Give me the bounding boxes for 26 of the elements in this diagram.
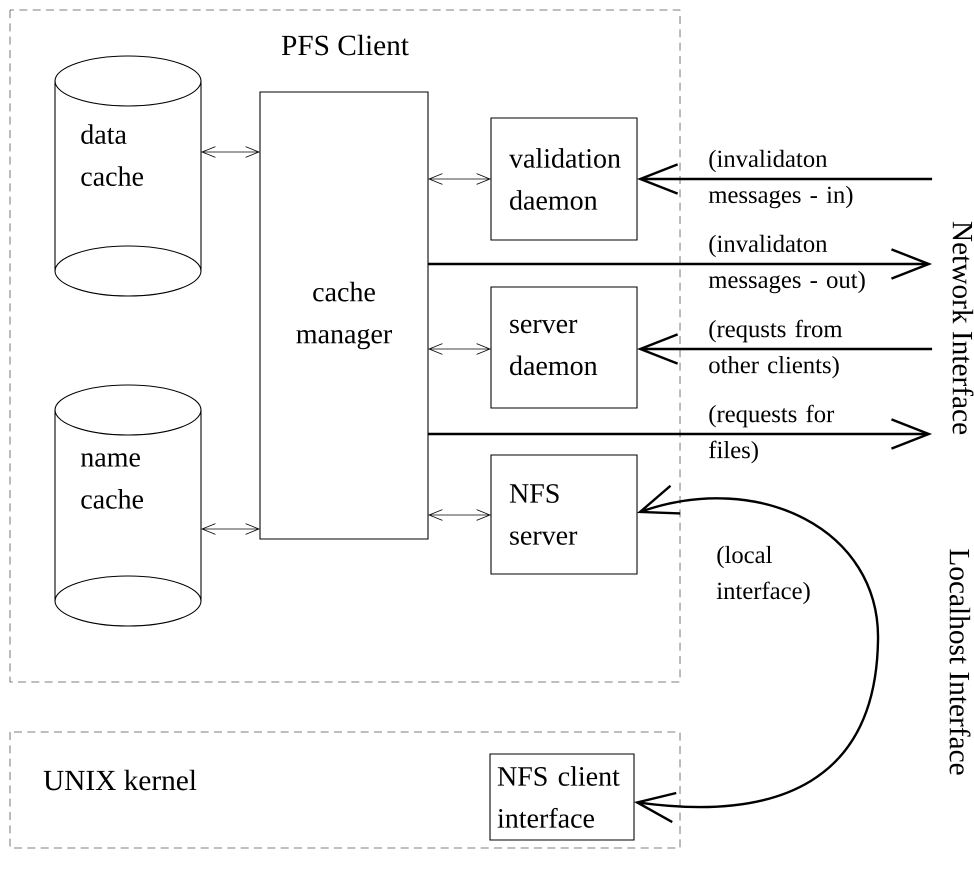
arrow (637, 163, 932, 195)
arrow (428, 248, 932, 280)
arrow (428, 509, 491, 521)
arrow (637, 333, 932, 365)
interface-label: Localhost Interface (950, 549, 970, 775)
process-box: validation daemon (490, 117, 638, 241)
node-label: name cache (80, 453, 144, 509)
arrow (201, 146, 260, 158)
process-box: server daemon (490, 286, 638, 409)
edge-label: (local interface) (716, 546, 810, 604)
arrow (634, 484, 880, 824)
process-box: NFS client interface (489, 753, 635, 841)
interface-label: Network Interface (952, 222, 974, 434)
edge-label: (invalidaton messages - out) (708, 234, 865, 294)
arrow (428, 343, 491, 355)
edge-label: (requests for files) (709, 404, 834, 464)
arrow (428, 173, 491, 185)
edge-label: (invalidaton messages - in) (708, 150, 852, 208)
process-box: cache manager (259, 91, 429, 540)
node-label: data cache (81, 124, 144, 186)
arrow (428, 418, 932, 450)
database-cylinder: data cache (54, 55, 202, 297)
process-box: NFS server (490, 454, 638, 575)
edge-label: (requsts from other clients) (709, 320, 842, 378)
arrow (201, 523, 260, 535)
database-cylinder: name cache (54, 384, 202, 627)
